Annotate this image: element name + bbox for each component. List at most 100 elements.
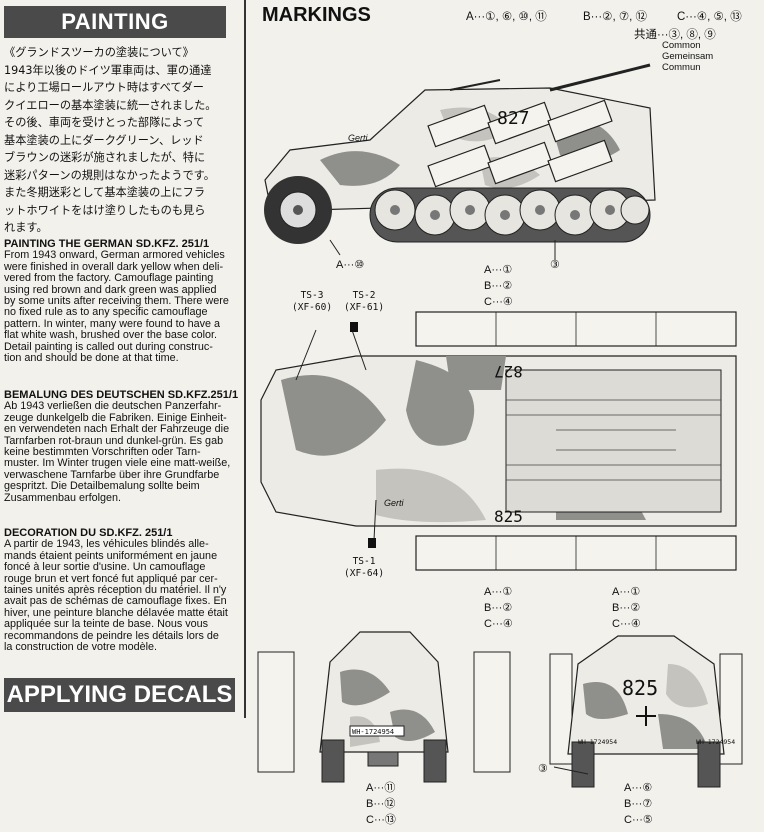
ts1-code: TS-1 [352,556,376,567]
legend-common: 共通···③, ⑧, ⑨ [634,29,716,41]
br-a: A···① [612,586,641,598]
german-section: BEMALUNG DES DEUTSCHEN SD.KFZ.251/1 Ab 1… [4,389,239,504]
front-c: C···⑬ [366,814,396,826]
en-line: no fixed rule as to any specific camoufl… [4,306,208,319]
fr-line: mands étaient peints uniformément en jau… [4,549,218,562]
side-view-drawing [264,63,656,260]
en-line: From 1943 onward, German armored vehicle… [4,249,225,262]
common-fr: Commun [662,62,701,73]
jp-line: 基本塗装の上にダークグリーン、レッド [4,133,204,147]
jp-line: また冬期迷彩として基本塗装の上にフラ [4,186,206,199]
rear-b: B···⑦ [624,798,653,810]
markings-title: MARKINGS [262,4,371,26]
en-line: were finished in overall dark yellow whe… [4,260,224,273]
jp-line: 《グランドスツーカの塗装について》 [4,46,194,59]
side-number: 827 [497,108,530,129]
applying-decals-banner: APPLYING DECALS [4,678,235,712]
column-divider [244,0,246,718]
fr-line: la construction de votre modèle. [4,641,158,654]
en-line: tion and should be done at that time. [4,352,179,365]
en-line: by some units after receiving them. Ther… [4,295,229,308]
front-callout-abc: A···⑪ B···⑫ C···⑬ [366,780,396,828]
jp-line: れます。 [4,221,48,234]
jp-line: 迷彩パターンの規則はなかったようです。 [4,168,215,182]
legend-a: A···①, ⑥, ⑩, ⑪ [466,11,547,23]
common-en: Common [662,40,701,51]
rear-callout-abc: A···⑥ B···⑦ C···⑤ [624,780,653,828]
jp-line: により工場ロールアウト時はすべてダー [4,81,204,94]
japanese-text: 《グランドスツーカの塗装について》 1943年以後のドイツ軍車両は、軍の通達 に… [4,44,240,237]
rear-plate-right: WH 1724954 [696,738,736,746]
top-b: B···② [484,280,513,292]
english-section: PAINTING THE GERMAN SD.KFZ. 251/1 From 1… [4,238,236,365]
de-line: keine bestimmten Vorschriften oder Tarn- [4,446,201,459]
fr-line: taines unités après réception du matérie… [4,584,227,597]
german-heading: BEMALUNG DES DEUTSCHEN SD.KFZ.251/1 [4,389,239,401]
bl-a: A···① [484,586,513,598]
en-line: flat white wash, brushed over the base c… [4,329,218,342]
ts1-label: TS-1 (XF-64) [344,556,384,580]
side-name-decal: Gerti [348,133,368,143]
de-line: Tarnfarben rot-braun und dunkel-grün. Es… [4,434,224,447]
french-section: DECORATION DU SD.KFZ. 251/1 A partir de … [4,527,236,654]
jp-line: ブラウンの迷彩が施されましたが、特に [4,151,206,164]
bl-b: B···② [484,602,513,614]
jp-line: ットホワイトをはけ塗りしたものも見ら [4,203,206,217]
front-view-drawing [257,631,511,783]
rear-view-drawing [549,635,743,788]
jp-line: 1943年以後のドイツ軍車両は、軍の通達 [4,63,212,77]
en-line: vered from the factory. Camouflage paint… [4,272,214,285]
common-translations: Common Gemeinsam Commun [662,40,713,73]
painting-column: PAINTING 《グランドスツーカの塗装について》 1943年以後のドイツ軍車… [0,0,240,832]
ts3-label: TS-3 (XF-60) [292,290,332,314]
fr-line: appliquée sur la teinte de base. Nous vo… [4,618,209,631]
top-c: C···④ [484,296,513,308]
legend-c: C···④, ⑤, ⑬ [677,11,742,23]
de-line: Zusammenbau erfolgen. [4,491,122,504]
br-b: B···② [612,602,641,614]
fr-line: rouge brun et vert foncé fut appliqué pa… [4,572,218,585]
top-name-decal: Gerti [384,498,404,508]
bottom-right-callout: A···① B···② C···④ [612,584,641,632]
rear-callout-3: ③ [538,763,548,775]
fr-line: recommandons de peindre les détails lors… [4,629,219,642]
br-c: C···④ [612,618,641,630]
fr-line: A partir de 1943, les véhicules blindés … [4,538,209,551]
painting-banner: PAINTING [4,6,226,38]
rear-c: C···⑤ [624,814,653,826]
english-heading: PAINTING THE GERMAN SD.KFZ. 251/1 [4,238,210,250]
bottom-left-callout: A···① B···② C···④ [484,584,513,632]
ts3-xf: (XF-60) [292,302,333,313]
jp-line: その後、車両を受けとった部隊によって [4,116,205,129]
ts3-code: TS-3 [300,290,324,301]
top-number-b: 825 [494,507,523,526]
en-line: Detail painting is called out during con… [4,340,213,353]
front-a: A···⑪ [366,782,396,794]
rear-a: A···⑥ [624,782,653,794]
fr-line: avait pas de schémas de camouflage fixes… [4,595,227,608]
top-a: A···① [484,264,513,276]
de-line: gespritzt. Die Detailbemalung sollte bei… [4,480,200,493]
de-line: en verwendeten nach Erhalt der Fahrzeuge… [4,423,230,436]
de-line: muster. Im Winter trugen viele eine matt… [4,457,231,470]
rear-plate-left: WH 1724954 [578,738,618,746]
fr-line: foncé à leur sortie d'usine. Un camoufla… [4,561,206,574]
ts2-xf: (XF-61) [344,302,385,313]
en-line: pattern. In winter, many were found to h… [4,317,221,330]
top-view-drawing [260,311,737,571]
jp-line: クイエローの基本塗装に統一されました。 [4,98,217,112]
french-heading: DECORATION DU SD.KFZ. 251/1 [4,527,173,539]
legend-b: B···②, ⑦, ⑫ [583,11,648,23]
top-callout-abc: A···① B···② C···④ [484,262,513,310]
de-line: zeuge dunkelgelb die Fabriken. Einige Ei… [4,411,227,424]
top-number-a: 827 [494,362,523,381]
rear-number: 825 [622,676,659,700]
front-b: B···⑫ [366,798,396,810]
en-line: using red brown and dark green was appli… [4,283,217,296]
de-line: Ab 1943 verließen die deutschen Panzerfa… [4,400,222,413]
front-plate: WH-1724954 [352,728,395,736]
side-callout-3: ③ [550,259,560,271]
de-line: verwaschene Tarnfarbe über ihre Grundfar… [4,468,220,481]
ts1-xf: (XF-64) [344,568,385,579]
ts2-label: TS-2 (XF-61) [344,290,384,314]
